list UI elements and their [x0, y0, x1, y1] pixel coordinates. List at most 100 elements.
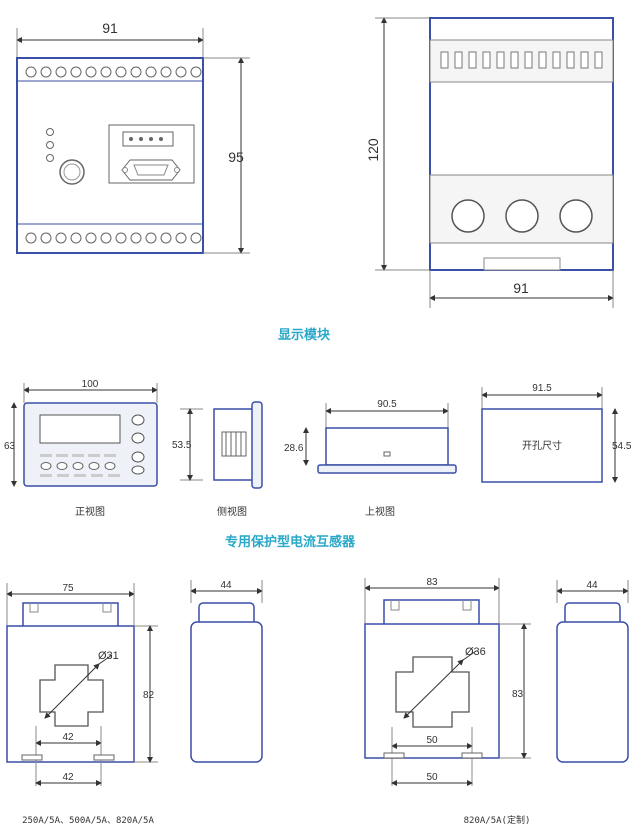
- ct-small-width-label: 75: [62, 583, 74, 594]
- plug-connector-icon: [122, 131, 174, 147]
- din-rail-clip: [483, 257, 561, 271]
- terminal-screw-icon: [25, 66, 37, 78]
- key-legend-mark: [74, 474, 86, 477]
- terminal-screw-icon: [40, 232, 52, 244]
- terminal-row-bottom: [25, 232, 202, 244]
- ct-small-side-view: 44: [190, 580, 263, 763]
- ct-small-diameter-label: Ø31: [98, 650, 119, 662]
- ct-small-depth-label: 44: [220, 580, 232, 591]
- terminal-slot: [496, 51, 505, 69]
- terminal-screw-icon: [145, 66, 157, 78]
- terminal-screw-icon: [70, 66, 82, 78]
- ct-small-height-label: 82: [143, 690, 155, 701]
- ct-large-side-body: [556, 621, 629, 763]
- terminal-screw-icon: [175, 232, 187, 244]
- terminal-screw-icon: [145, 232, 157, 244]
- display-side-view: 53.5 侧视图: [172, 401, 263, 518]
- ct-small-base-label: 42: [62, 772, 74, 783]
- cutout-label: 开孔尺寸: [522, 439, 562, 452]
- cutout-outline: [481, 408, 603, 483]
- cutout-height-label: 54.5: [612, 441, 632, 452]
- lcd-screen: [39, 414, 121, 444]
- screw-terminal-icon: [451, 199, 485, 233]
- terminal-screw-icon: [85, 232, 97, 244]
- terminal-screw-icon: [130, 232, 142, 244]
- function-key-icon: [72, 462, 84, 470]
- module-front-view: 91 95: [16, 20, 250, 254]
- display-side-bezel: [251, 401, 263, 489]
- terminal-screw-icon: [115, 66, 127, 78]
- display-top-view: 90.5 28.6 上视图: [284, 399, 457, 518]
- terminal-slot: [524, 51, 533, 69]
- terminal-slot: [566, 51, 575, 69]
- terminal-slot: [594, 51, 603, 69]
- ct-large-models-label: 820A/5A(定制): [464, 814, 531, 826]
- key-legend-mark: [40, 474, 52, 477]
- terminal-slot-row: [440, 51, 603, 69]
- front-view-label: 正视图: [75, 505, 105, 518]
- key-legend-mark: [56, 454, 68, 457]
- terminal-screw-icon: [40, 66, 52, 78]
- terminal-screw-icon: [100, 232, 112, 244]
- display-top-bezel: [317, 464, 457, 474]
- down-key-icon: [131, 432, 145, 444]
- status-led: [46, 128, 54, 136]
- ct-large-front-view: 83 Ø36 50 50 83 820A/5A(定制): [364, 577, 531, 826]
- display-front-view: 100 63 正视图: [4, 379, 158, 518]
- status-led: [46, 141, 54, 149]
- key-legend-mark: [104, 454, 116, 457]
- terminal-slot: [482, 51, 491, 69]
- function-key-row: [40, 454, 120, 477]
- terminal-screw-icon: [70, 232, 82, 244]
- key-legend-mark: [40, 454, 52, 457]
- key-legend-mark: [91, 474, 103, 477]
- ct-large-height-label: 83: [512, 689, 524, 700]
- ct-large-base-label: 50: [426, 772, 438, 783]
- terminal-slot: [440, 51, 449, 69]
- screw-terminal-icon: [559, 199, 593, 233]
- key-legend-mark: [108, 474, 120, 477]
- display-front-height-label: 63: [4, 441, 16, 452]
- ct-large-side-view: 44: [556, 580, 629, 763]
- ct-large-width-label: 83: [426, 577, 438, 588]
- terminal-screw-icon: [100, 66, 112, 78]
- terminal-slot: [454, 51, 463, 69]
- terminal-screw-icon: [175, 66, 187, 78]
- ct-small-inner-label: 42: [62, 732, 74, 743]
- terminal-slot: [580, 51, 589, 69]
- key-legend-mark: [88, 454, 100, 457]
- top-view-label: 上视图: [365, 505, 395, 518]
- ct-small-front-view: 75 Ø31 42 42 82 250A/5A、500A/5A、820A/5A: [6, 583, 158, 826]
- terminal-screw-icon: [85, 66, 97, 78]
- module-side-width-label: 91: [513, 280, 529, 296]
- side-view-label: 侧视图: [217, 505, 247, 518]
- function-key-icon: [104, 462, 116, 470]
- terminal-screw-icon: [160, 66, 172, 78]
- terminal-screw-icon: [190, 66, 202, 78]
- cutout-width-label: 91.5: [532, 383, 552, 394]
- screw-terminal-icon: [505, 199, 539, 233]
- key-legend-mark: [57, 474, 69, 477]
- display-module-caption: 显示模块: [278, 327, 331, 342]
- key-legend-mark: [72, 454, 84, 457]
- module-side-height-label: 120: [365, 138, 381, 162]
- display-top-width-label: 90.5: [377, 399, 397, 410]
- terminal-screw-icon: [55, 232, 67, 244]
- function-key-icon: [88, 462, 100, 470]
- terminal-screw-icon: [55, 66, 67, 78]
- display-side-height-label: 53.5: [172, 440, 192, 451]
- db9-port-icon: [121, 159, 181, 181]
- display-top-body: [325, 427, 449, 466]
- ct-caption: 专用保护型电流互感器: [225, 534, 356, 549]
- return-key-icon: [131, 465, 145, 475]
- enter-key-icon: [131, 451, 145, 463]
- ct-large-inner-label: 50: [426, 735, 438, 746]
- panel-cutout-view: 91.5 开孔尺寸 54.5: [481, 383, 632, 483]
- display-front-width-label: 100: [82, 379, 99, 390]
- terminal-screw-icon: [190, 232, 202, 244]
- terminal-screw-icon: [25, 232, 37, 244]
- ct-large-diameter-label: Ø36: [465, 646, 486, 658]
- terminal-screw-icon: [115, 232, 127, 244]
- up-key-icon: [131, 414, 145, 426]
